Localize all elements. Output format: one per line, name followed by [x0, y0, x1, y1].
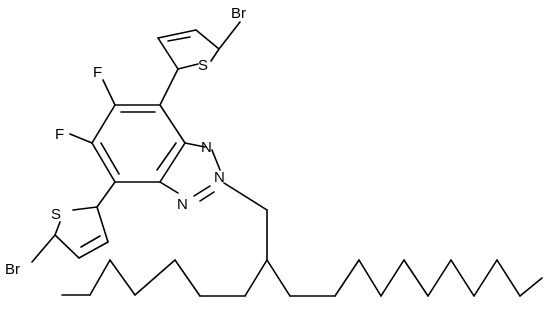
bond-f-lower: [69, 133, 93, 144]
atom-n-upper: N: [201, 139, 212, 156]
thiophene-top: [157, 21, 241, 106]
atom-s-bottom: S: [51, 206, 61, 223]
thiophene-bottom: [31, 181, 116, 263]
atom-br-top: Br: [231, 5, 246, 22]
atom-s-top: S: [198, 57, 208, 74]
atom-n-lower: N: [177, 196, 188, 213]
atom-f-lower: F: [55, 126, 64, 143]
atom-f-upper: F: [93, 64, 102, 81]
alkyl-chain: [61, 182, 543, 297]
atom-n-middle: N: [214, 169, 225, 186]
benzene-ring: [91, 104, 186, 183]
atom-br-bottom: Br: [5, 261, 20, 278]
triazole-ring: [159, 142, 221, 202]
bond-f-upper: [102, 79, 116, 106]
